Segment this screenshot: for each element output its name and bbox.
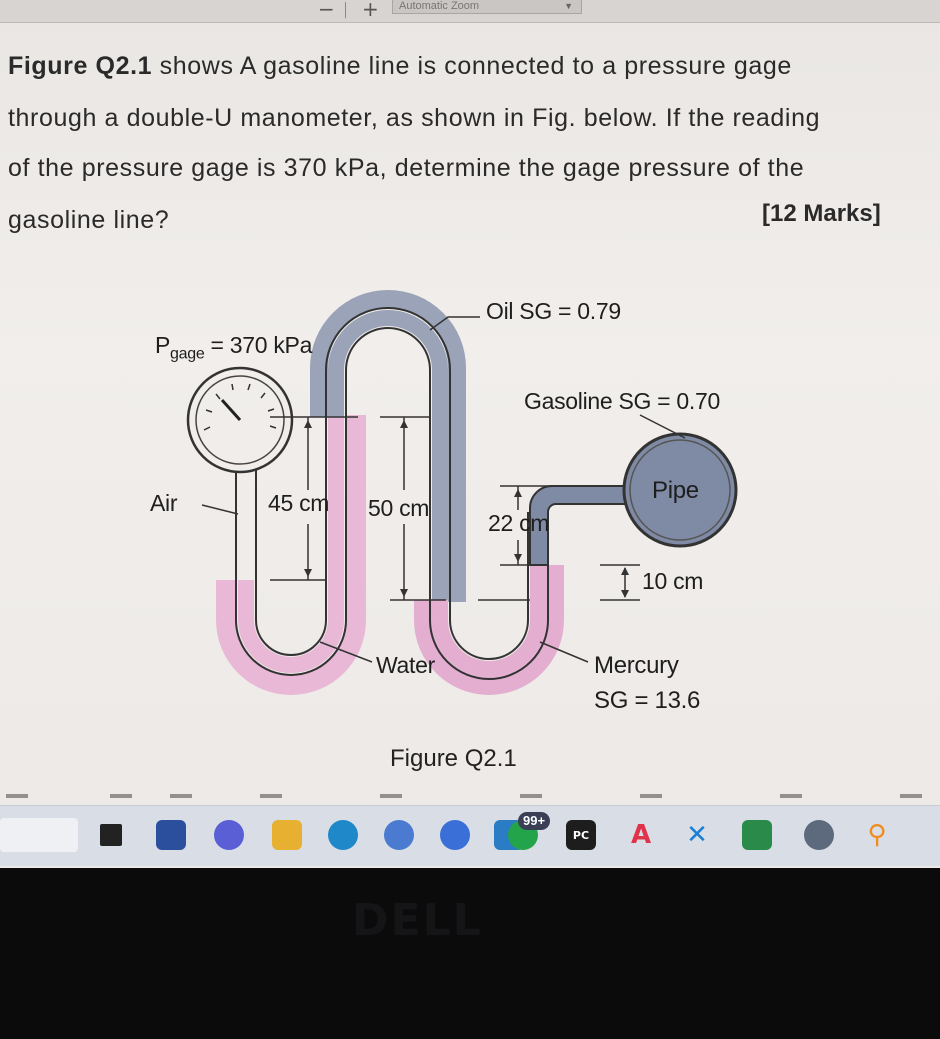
acrobat-icon[interactable]: A (630, 820, 652, 850)
dimension-45cm: 45 cm (268, 490, 330, 516)
figure-reference: Figure Q2.1 (8, 52, 153, 80)
question-line-1: Figure Q2.1 shows A gasoline line is con… (8, 52, 792, 81)
settings-gear-icon[interactable] (804, 820, 834, 850)
browser-icon[interactable] (440, 820, 470, 850)
file-explorer-icon[interactable] (272, 820, 302, 850)
water-label: Water (376, 652, 435, 678)
dimension-22cm: 22 cm (488, 510, 550, 536)
marks-label: [12 Marks] (762, 200, 881, 227)
pgage-label: Pgage = 370 kPa (155, 332, 313, 363)
vscode-icon[interactable]: ✕ (686, 820, 708, 850)
screen: − + Automatic Zoom ▼ Figure Q2.1 shows A… (0, 0, 940, 868)
mercury-label: Mercury (594, 652, 679, 679)
zoom-select[interactable]: Automatic Zoom ▼ (392, 0, 582, 14)
question-line-1-text: shows A gasoline line is connected to a … (152, 52, 792, 80)
question-line-2: through a double-U manometer, as shown i… (8, 104, 821, 132)
task-view-icon[interactable] (100, 824, 122, 846)
taskbar-search-box[interactable] (0, 818, 78, 852)
pipe-circle (622, 432, 738, 548)
oil-label: Oil SG = 0.79 (486, 298, 621, 324)
mercury-sg-label: SG = 13.6 (594, 687, 701, 714)
toolbar-separator (345, 2, 346, 18)
manometer-drawing (186, 290, 738, 695)
manometer-figure: Pgage = 370 kPa Oil SG = 0.79 Gasoline S… (140, 290, 780, 730)
dimension-10cm: 10 cm (642, 568, 704, 594)
pycharm-icon[interactable]: PC (566, 820, 596, 850)
pdf-viewer-toolbar: − + Automatic Zoom ▼ (0, 0, 940, 23)
question-line-3: of the pressure gage is 370 kPa, determi… (8, 154, 805, 182)
next-text-line-fragment (0, 790, 940, 802)
pipe-label: Pipe (652, 477, 699, 504)
edge-browser-icon[interactable] (328, 820, 358, 850)
taskbar: 99+ PC A ✕ ⚲ (0, 805, 940, 866)
zoom-select-value: Automatic Zoom (399, 0, 480, 12)
chevron-down-icon: ▼ (564, 1, 573, 11)
search-magnifier-icon[interactable]: ⚲ (867, 820, 887, 850)
gasoline-label: Gasoline SG = 0.70 (524, 388, 720, 414)
dimension-50cm: 50 cm (368, 495, 430, 521)
zoom-out-button[interactable]: − (318, 0, 335, 21)
pressure-gage-dial (186, 366, 294, 474)
widgets-icon[interactable] (156, 820, 186, 850)
app-icon[interactable] (384, 820, 414, 850)
figure-caption: Figure Q2.1 (390, 745, 517, 772)
zoom-in-button[interactable]: + (362, 0, 379, 21)
question-line-4: gasoline line? (8, 206, 170, 234)
water-u-tube (216, 415, 366, 695)
air-label: Air (150, 490, 178, 516)
photos-icon[interactable] (742, 820, 772, 850)
chat-icon[interactable] (214, 820, 244, 850)
dell-logo: DELL (352, 895, 483, 946)
notification-badge: 99+ (518, 812, 551, 830)
